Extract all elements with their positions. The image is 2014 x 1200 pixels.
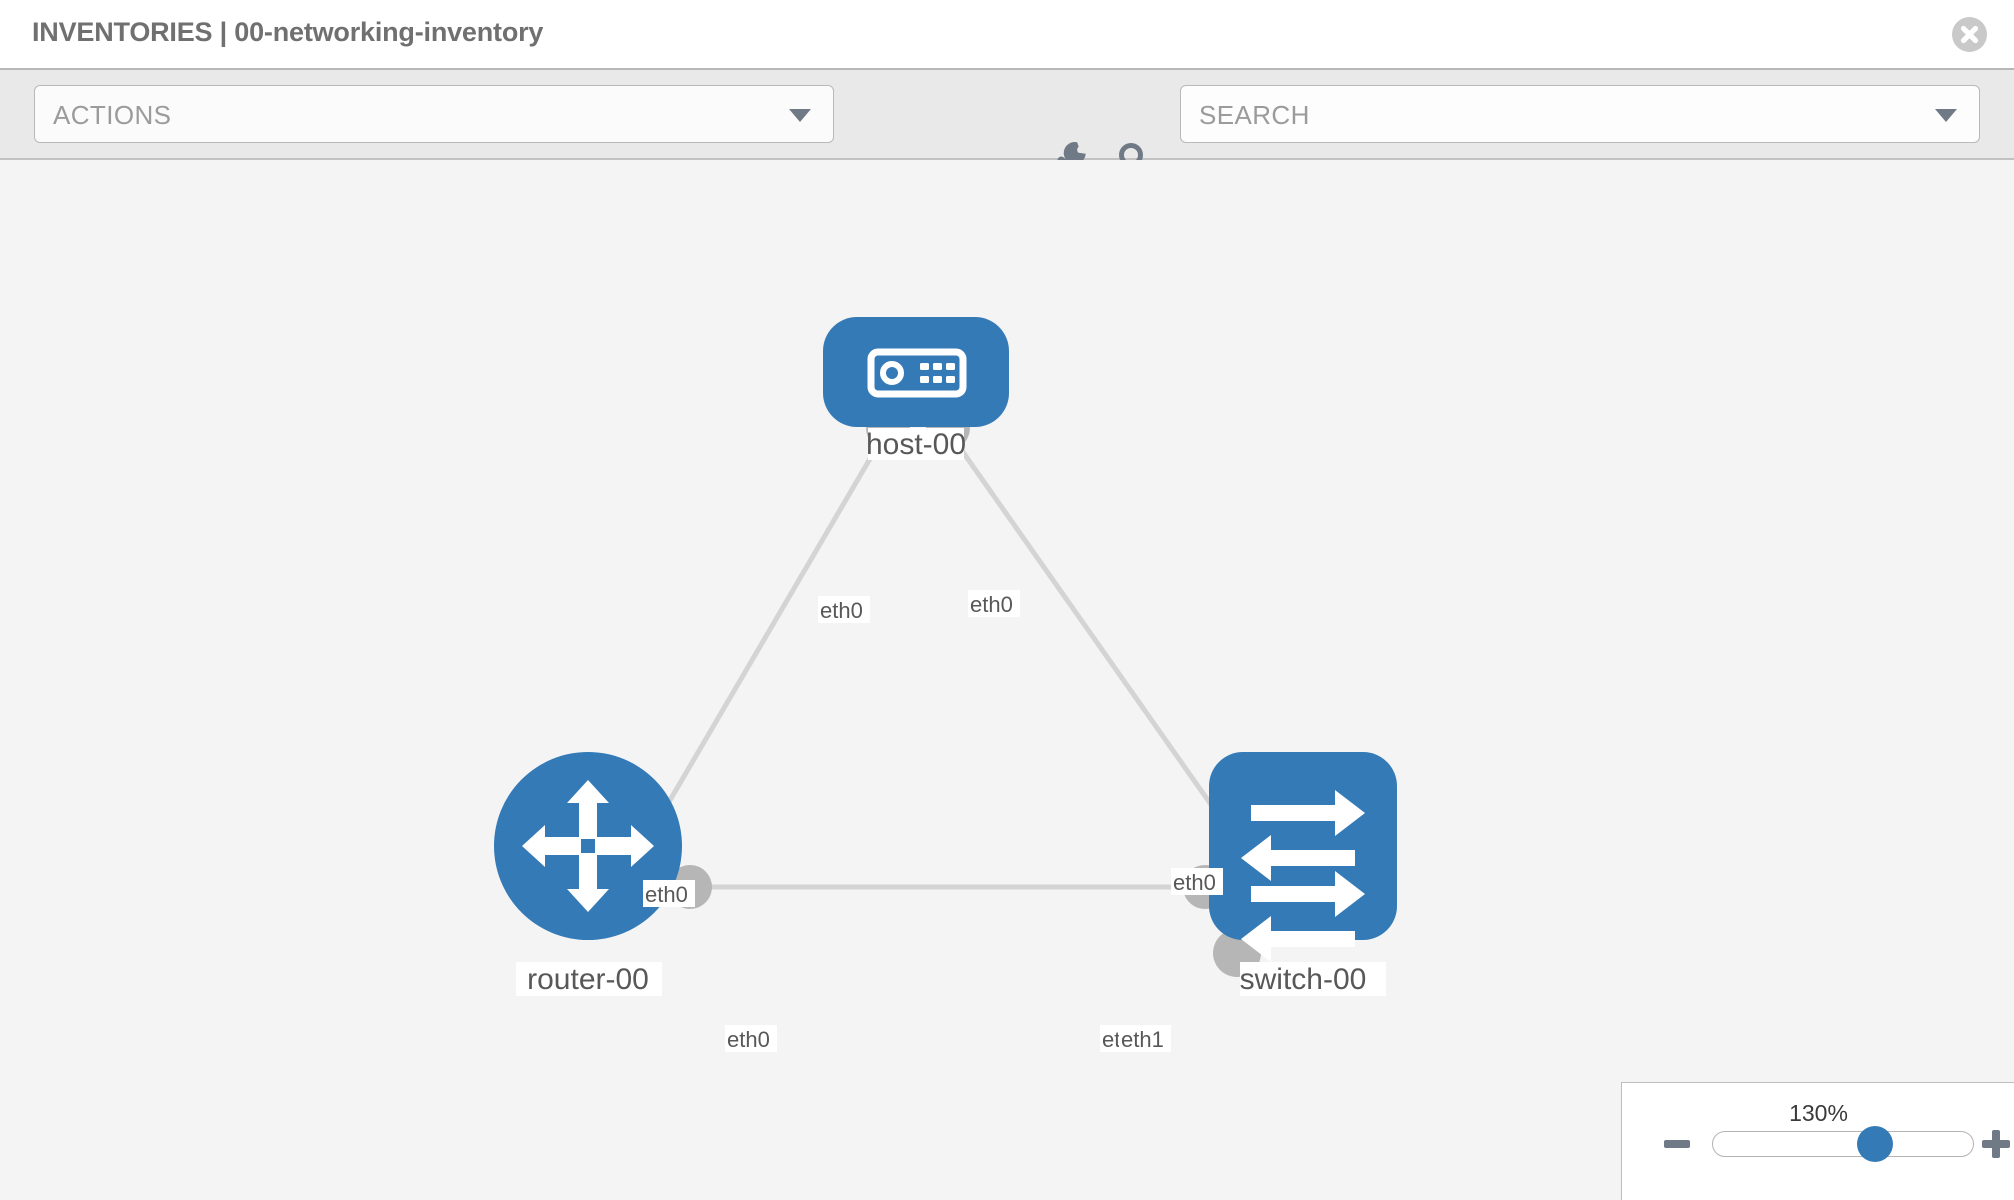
node-label-switch-00: switch-00 (1240, 963, 1367, 996)
node-switch-00[interactable]: switch-00 (1209, 752, 1397, 996)
edge-host-router[interactable] (632, 426, 891, 862)
search-input[interactable]: SEARCH (1180, 85, 1980, 143)
interface-label: eth1 (1121, 1027, 1164, 1052)
chevron-down-icon (789, 109, 811, 122)
topology-canvas[interactable]: host-00 router-00 (0, 160, 2014, 1200)
minus-icon[interactable] (1664, 1140, 1690, 1148)
page-title: INVENTORIES | 00-networking-inventory (32, 17, 544, 47)
actions-dropdown-label: ACTIONS (53, 100, 172, 130)
zoom-control-panel: 130% (1621, 1082, 2014, 1200)
switch-icon (1241, 790, 1365, 962)
topology-edges (632, 426, 1253, 890)
server-icon (867, 348, 967, 398)
node-label-host-00: host-00 (866, 428, 966, 461)
app-header: INVENTORIES | 00-networking-inventory (0, 0, 2014, 70)
router-icon (522, 780, 654, 912)
close-icon[interactable] (1952, 17, 1987, 52)
zoom-slider-thumb[interactable] (1857, 1126, 1893, 1162)
node-router-00[interactable]: router-00 (494, 752, 682, 996)
zoom-slider[interactable] (1712, 1126, 1974, 1162)
edge-host-switch[interactable] (943, 426, 1253, 862)
interface-label: eth0 (1173, 870, 1216, 895)
interface-label: eth0 (727, 1027, 770, 1052)
chevron-down-icon[interactable] (1935, 109, 1957, 122)
plus-icon[interactable] (1982, 1130, 2010, 1158)
interface-label: eth0 (820, 598, 863, 623)
search-placeholder: SEARCH (1199, 100, 1310, 130)
node-label-router-00: router-00 (527, 963, 649, 996)
interface-labels: eth0 eth0 eth0 eth0 eth0 eth eth1 (643, 590, 1223, 1052)
interface-label: eth0 (970, 592, 1013, 617)
node-host-00[interactable]: host-00 (823, 317, 1009, 461)
toolbar: ACTIONS SEARCH (0, 70, 2014, 178)
zoom-level-label: 130% (1789, 1100, 1848, 1126)
interface-label: eth0 (645, 882, 688, 907)
actions-dropdown[interactable]: ACTIONS (34, 85, 834, 143)
